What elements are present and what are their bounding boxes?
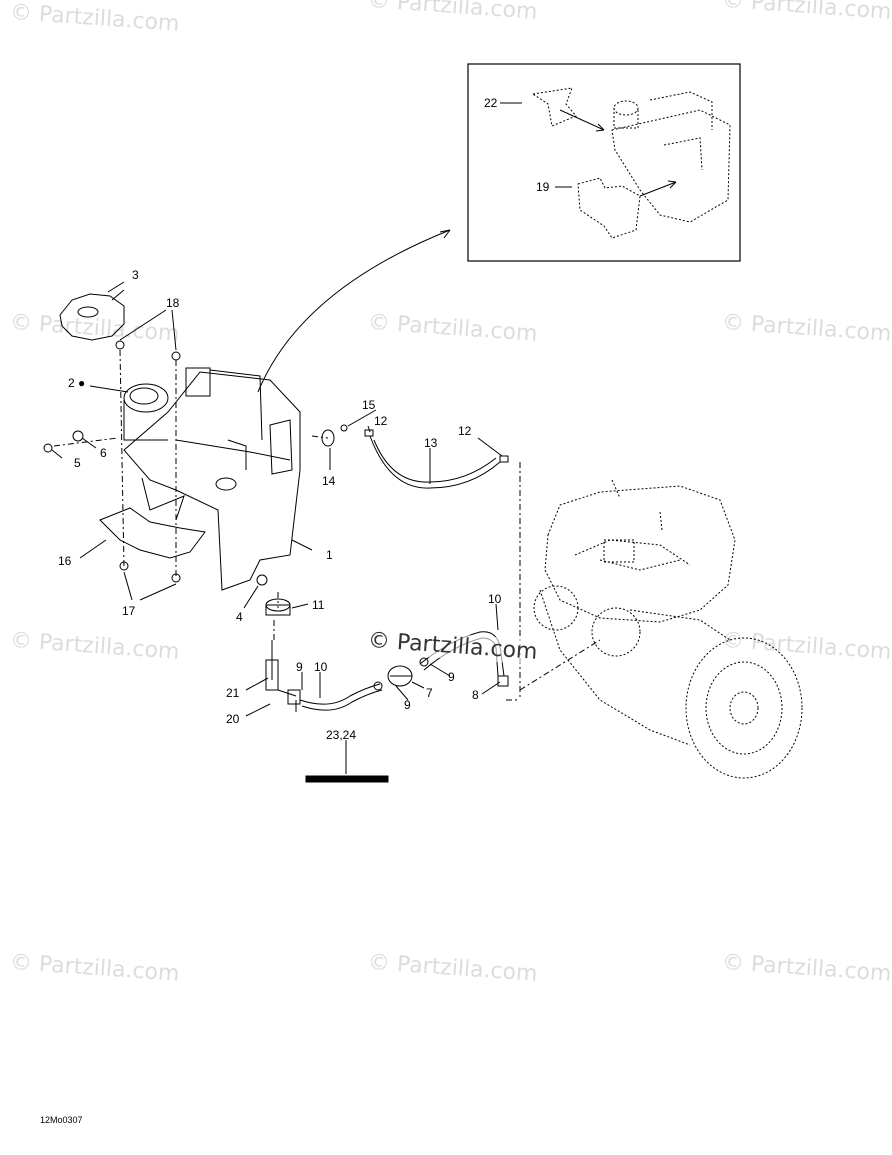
callout-3: 3 (132, 268, 139, 282)
callout-14: 14 (322, 474, 336, 488)
callout-9-lower: 9 (404, 698, 411, 712)
callout-6: 6 (100, 446, 107, 460)
callout-12-upper-left: 12 (374, 414, 388, 428)
leader-lines (51, 289, 503, 774)
oil-tank (123, 367, 301, 591)
callout-19: 19 (536, 180, 550, 194)
detail-label-decal (500, 87, 605, 132)
detail-inset-tank (611, 91, 731, 223)
detail-inset-frame (467, 63, 741, 262)
callout-2-number: 2 (68, 376, 75, 390)
callout-9-right: 9 (448, 670, 455, 684)
callout-7: 7 (426, 686, 433, 700)
fasteners (43, 340, 509, 616)
filler-cap (59, 281, 125, 341)
callout-18: 18 (166, 296, 180, 310)
callout-2: 2 ● (68, 376, 85, 390)
inset-pointer-arrow (257, 229, 451, 393)
callout-8: 8 (472, 688, 479, 702)
figure-code: 12Mo0307 (40, 1115, 83, 1125)
callout-4: 4 (236, 610, 243, 624)
callout-10-left: 10 (314, 660, 328, 674)
callout-13: 13 (424, 436, 438, 450)
callout-23-24: 23,24 (326, 728, 357, 742)
engine-assembly (533, 479, 803, 779)
detail-gasket-pad (555, 177, 677, 239)
callout-1: 1 (326, 548, 333, 562)
callout-16: 16 (58, 554, 72, 568)
spring-clamp (305, 775, 389, 783)
oil-drop-icon: ● (78, 376, 86, 390)
callout-11: 11 (312, 598, 325, 612)
callout-17: 17 (122, 604, 136, 618)
callout-12-upper-right: 12 (458, 424, 472, 438)
callout-9-upper: 9 (296, 660, 303, 674)
oil-hose-upper (369, 435, 501, 489)
callout-15: 15 (362, 398, 376, 412)
inset-pointer-arrowhead (439, 229, 451, 239)
callout-10-right: 10 (488, 592, 502, 606)
callout-20: 20 (226, 712, 240, 726)
tank-heat-shield (99, 477, 206, 559)
callout-21: 21 (226, 686, 240, 700)
callout-22: 22 (484, 96, 498, 110)
callout-5: 5 (74, 456, 81, 470)
